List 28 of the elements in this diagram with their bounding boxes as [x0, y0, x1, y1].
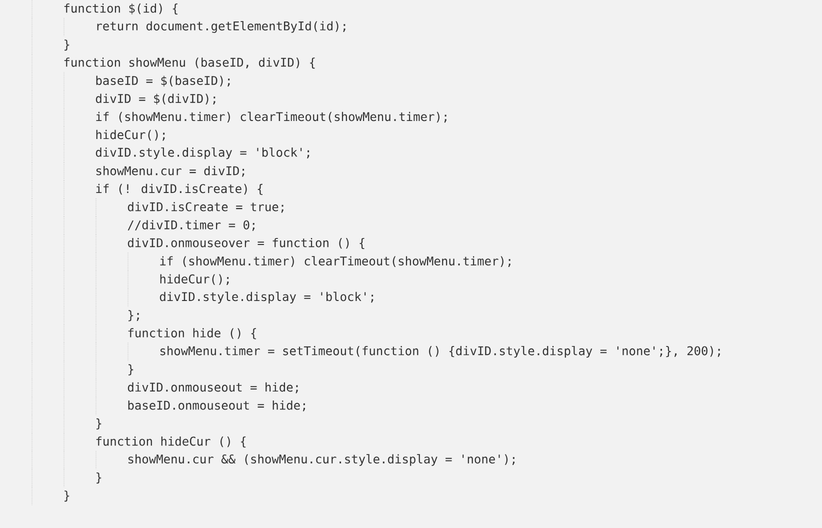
code-line: } — [128, 364, 134, 376]
code-line: if (showMenu.timer) clearTimeout(showMenu.timer); — [96, 112, 446, 123]
code-line: baseID.onmouseout = hide; — [128, 400, 305, 412]
code-line: divID.onmouseover = function () { — [128, 238, 364, 250]
code-line: divID.isCreate = true; — [128, 202, 284, 213]
code-line: } — [64, 40, 70, 51]
code-line: baseID = $(baseID); — [96, 76, 230, 87]
code-line: if (! divID.isCreate) { — [96, 184, 262, 195]
code-line: } — [96, 418, 102, 430]
code-line: if (showMenu.timer) clearTimeout(showMenu.timer); — [160, 256, 510, 268]
code-line: divID = $(divID); — [96, 94, 216, 105]
code-line: hideCur(); — [160, 274, 229, 285]
code-line: function hideCur () { — [96, 436, 246, 448]
code-line: function $(id) { — [64, 3, 178, 15]
code-line: function showMenu (baseID, divID) { — [64, 58, 315, 69]
code-line: //divID.timer = 0; — [128, 220, 254, 231]
code-line: divID.style.display = 'block'; — [96, 147, 310, 160]
code-line: } — [64, 490, 70, 502]
code-line: }; — [128, 310, 139, 322]
code-line: divID.style.display = 'block'; — [160, 292, 374, 304]
code-line: showMenu.cur && (showMenu.cur.style.display = 'none'); — [128, 454, 514, 466]
code-line: showMenu.cur = divID; — [96, 166, 244, 177]
code-line: divID.onmouseout = hide; — [128, 382, 298, 394]
code-line: } — [96, 472, 102, 484]
code-line: showMenu.timer = setTimeout(function () {divID.style.display = 'none';}, 200); — [160, 346, 720, 358]
code-line: return document.getElementById(id); — [97, 21, 346, 33]
code-line: function hide () { — [128, 328, 256, 340]
code-line: hideCur(); — [96, 130, 165, 141]
